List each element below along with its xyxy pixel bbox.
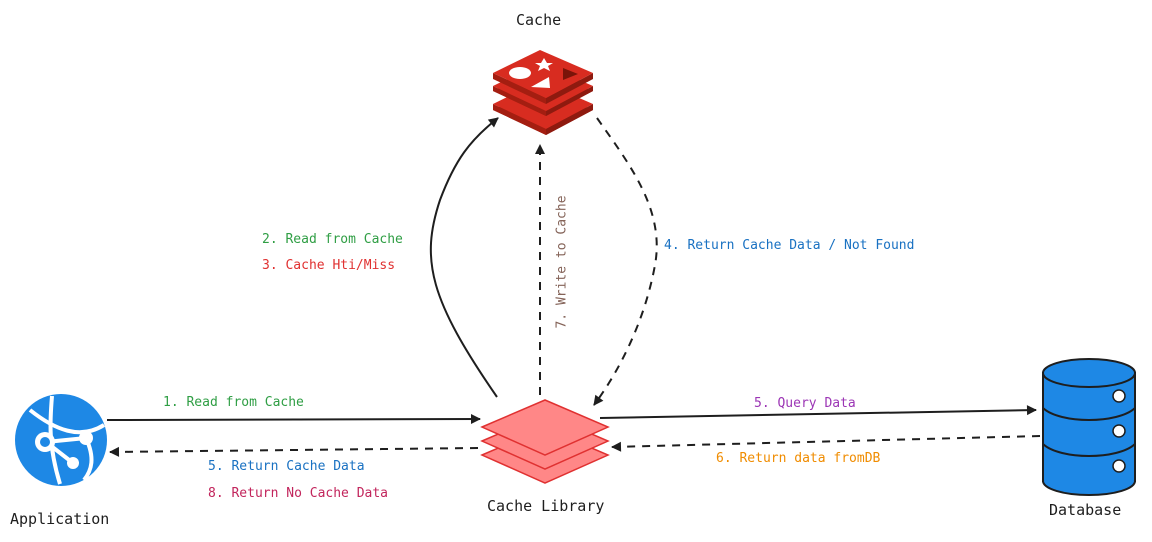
edge-app-to-library	[106, 414, 481, 425]
application-title: Application	[10, 510, 110, 528]
cache-library-title: Cache Library	[487, 497, 605, 515]
edge-library-to-cache-read	[429, 117, 499, 398]
edge-label-return-cache-data-not-found: 4. Return Cache Data / Not Found	[664, 238, 915, 253]
edge-label-read-from-cache: 1. Read from Cache	[163, 395, 304, 410]
database-title: Database	[1049, 501, 1122, 519]
edge-label-return-cache-data: 5. Return Cache Data	[208, 459, 365, 474]
database-cylinder-icon	[1042, 358, 1136, 496]
cache-title: Cache	[516, 11, 562, 29]
edge-label-query-data: 5. Query Data	[754, 396, 856, 411]
edge-library-to-database	[599, 405, 1037, 419]
edge-cache-to-library-return	[593, 117, 658, 406]
web-app-icon	[15, 394, 107, 486]
edge-database-to-library	[611, 435, 1041, 452]
edge-library-to-app-return	[109, 446, 479, 457]
edge-label-write-to-cache: 7. Write to Cache	[554, 195, 570, 329]
layers-stack-icon	[480, 399, 610, 484]
edge-label-return-no-cache-data: 8. Return No Cache Data	[208, 486, 389, 501]
edge-label-cache-hit-miss: 3. Cache Hti/Miss	[262, 258, 396, 273]
edge-label-read-from-cache-2: 2. Read from Cache	[262, 232, 403, 247]
redis-stack-icon	[493, 50, 593, 135]
edge-label-return-data-from-db: 6. Return data fromDB	[716, 451, 881, 466]
